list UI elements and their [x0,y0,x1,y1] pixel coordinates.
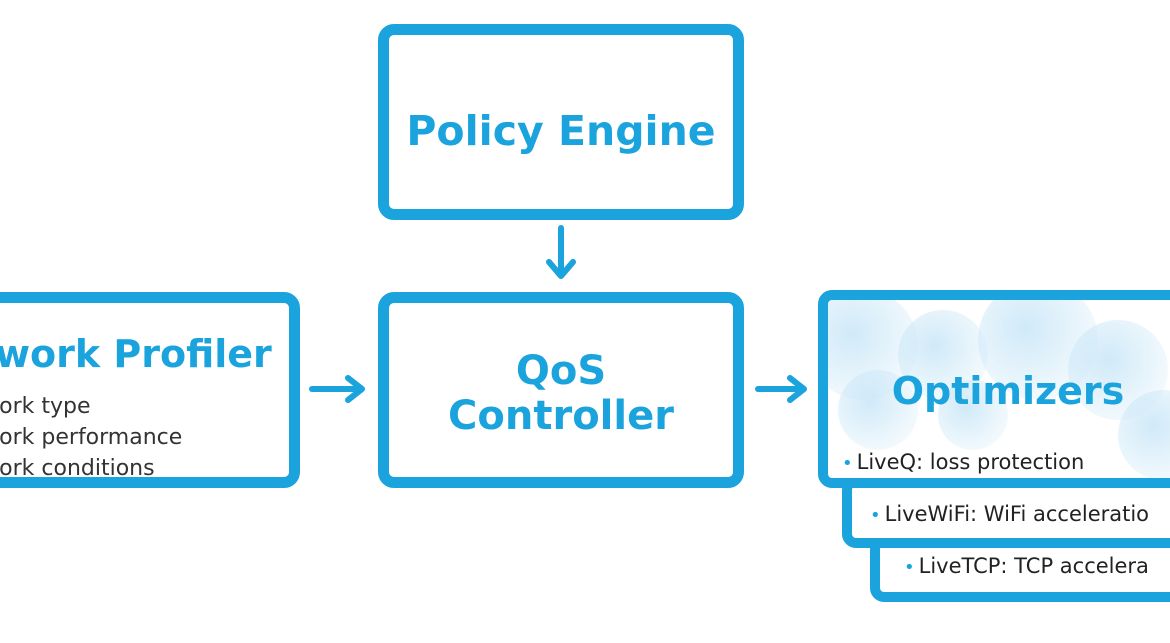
network-profiler-item: etwork type [0,394,91,419]
network-profiler-list: etwork type etwork performance etwork co… [0,391,183,481]
qos-controller-title-line2: Controller [448,392,674,439]
network-profiler-item: etwork performance [0,425,183,450]
optimizers-title: Optimizers [891,369,1125,413]
arrow-profiler-to-qos [309,375,365,403]
policy-engine-title: Policy Engine [406,107,716,155]
bullet-dot-icon: • [870,505,881,526]
network-profiler-title: etwork Profiler [0,332,289,376]
optimizers-node: Optimizers •LiveQ: loss protection [818,290,1170,488]
liveq-label: •LiveQ: loss protection [842,450,1084,474]
network-profiler-title-text: etwork Profiler [0,332,272,376]
decorative-bubble [938,380,1008,450]
network-profiler-item: etwork conditions [0,456,155,481]
decorative-bubble [838,370,918,450]
livetcp-label: •LiveTCP: TCP accelera [904,554,1149,578]
policy-engine-node: Policy Engine [378,24,744,220]
arrow-qos-to-optimizers [755,375,807,403]
bullet-dot-icon: • [842,453,853,474]
livewifi-label: •LiveWiFi: WiFi acceleratio [870,502,1149,526]
network-profiler-node: etwork Profiler etwork type etwork perfo… [0,292,300,488]
livewifi-label-text: LiveWiFi: WiFi acceleratio [884,502,1150,526]
qos-controller-title-line1: QoS [515,348,607,394]
bullet-dot-icon: • [904,557,915,578]
arrow-policy-to-qos [546,225,576,279]
qos-controller-node: QoS Controller [378,292,744,488]
liveq-label-text: LiveQ: loss protection [856,450,1085,474]
qos-controller-title: QoS Controller [389,349,733,439]
livetcp-label-text: LiveTCP: TCP accelera [918,554,1149,578]
